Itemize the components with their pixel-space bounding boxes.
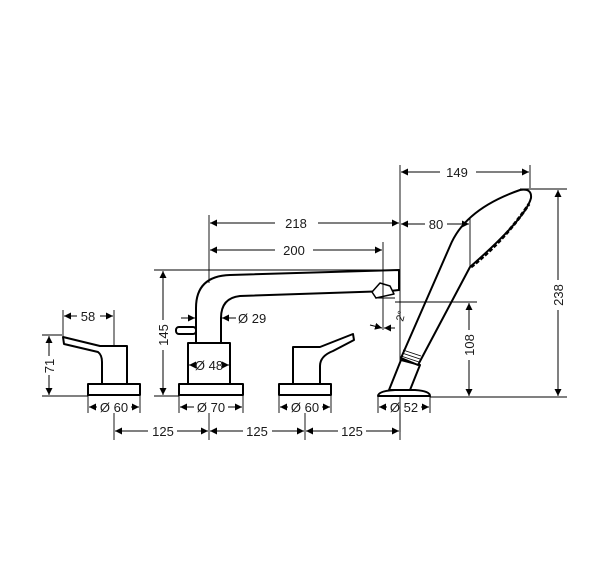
spout-angle-dim: 2° <box>369 309 409 332</box>
spout-reach-218-dim: 218 <box>208 165 401 432</box>
dim-238: 238 <box>551 284 566 306</box>
right-base-dia-dim: Ø 60 <box>278 396 332 415</box>
dim-spacing-3: 125 <box>341 424 363 439</box>
dim-108: 108 <box>462 334 477 356</box>
dim-dia-52: Ø 52 <box>390 400 418 415</box>
dim-218: 218 <box>285 216 307 231</box>
dim-spacing-1: 125 <box>152 424 174 439</box>
dim-145: 145 <box>156 324 171 346</box>
dim-200: 200 <box>283 243 305 258</box>
spacing-dims: 125 125 125 <box>113 413 401 440</box>
spout-base-inner-dia-dim: Ø 48 <box>189 358 229 373</box>
dim-angle-2: 2° <box>394 309 408 322</box>
dim-dia-60-right: Ø 60 <box>291 400 319 415</box>
handshower-offset-dim: 80 <box>401 217 471 267</box>
dim-dia-48: Ø 48 <box>195 358 223 373</box>
spout-body-dia-dim: Ø 29 <box>181 311 266 326</box>
handshower-width-dim: 149 <box>401 165 531 188</box>
spout <box>175 269 400 396</box>
left-handle-height-dim: 71 <box>42 334 88 397</box>
handshower <box>377 188 533 397</box>
dim-spacing-2: 125 <box>246 424 268 439</box>
spout-height-dim: 145 <box>154 269 399 397</box>
handshower-height-dim: 238 <box>430 188 567 398</box>
right-handle <box>278 333 355 396</box>
dim-dia-29: Ø 29 <box>238 311 266 326</box>
spout-reach-200-dim: 200 <box>210 242 384 330</box>
left-handle-width-dim: 58 <box>62 309 115 346</box>
left-handle <box>62 336 141 396</box>
dim-71: 71 <box>42 359 57 373</box>
left-base-dia-dim: Ø 60 <box>87 396 141 415</box>
handshower-base-dia-dim: Ø 52 <box>377 396 431 415</box>
dim-58: 58 <box>81 309 95 324</box>
dim-80: 80 <box>429 217 443 232</box>
dim-dia-70: Ø 70 <box>197 400 225 415</box>
dim-dia-60-left: Ø 60 <box>100 400 128 415</box>
outlet-height-dim: 108 <box>395 301 477 396</box>
spout-base-dia-dim: Ø 70 <box>178 396 244 415</box>
dim-149: 149 <box>446 165 468 180</box>
